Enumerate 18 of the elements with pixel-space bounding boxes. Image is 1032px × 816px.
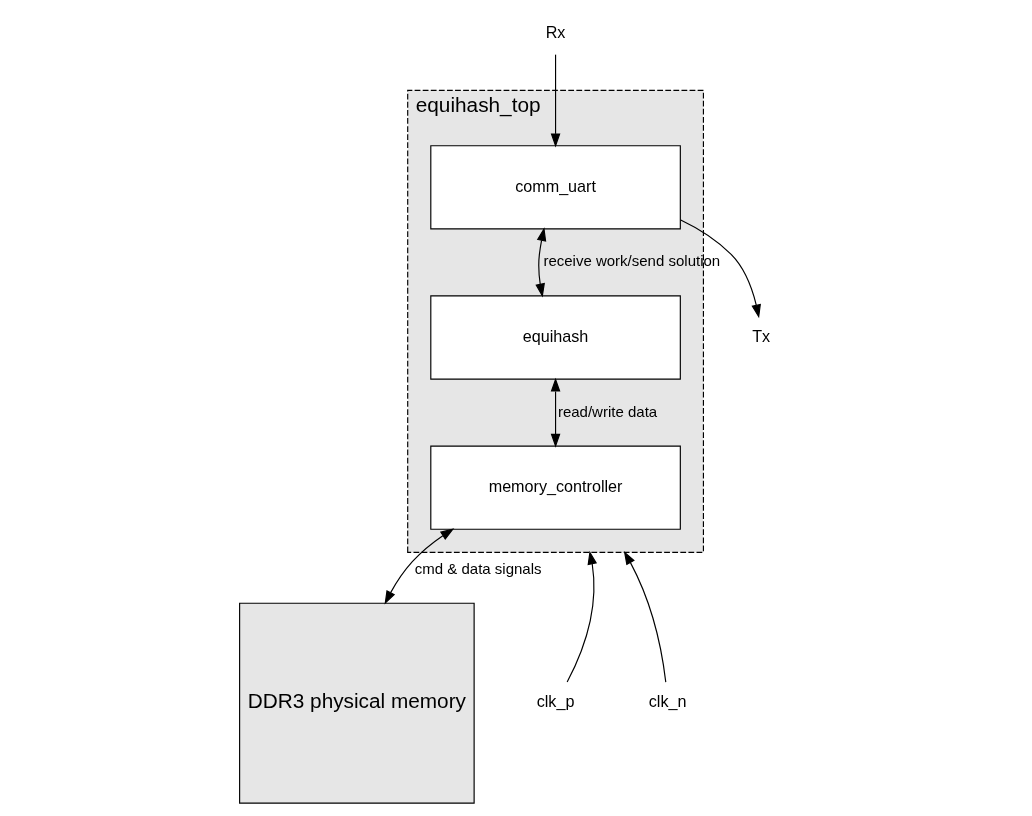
arrow — [535, 227, 547, 298]
node-box: equihash — [430, 295, 681, 380]
node-text: Rx — [545, 22, 566, 41]
node-box: comm_uart — [430, 145, 681, 230]
edge-label: cmd & data signals — [414, 559, 542, 577]
edge-label: read/write data — [557, 402, 658, 420]
node-text: clk_p — [536, 692, 575, 711]
node-box: DDR3 physical memory — [239, 602, 475, 804]
arrow — [550, 377, 561, 448]
arrow — [623, 550, 667, 683]
arrow — [566, 550, 598, 683]
node-box: memory_controller — [430, 445, 681, 530]
node-text: Tx — [752, 326, 771, 345]
edge-label: receive work/send solution — [543, 252, 721, 270]
arrow — [680, 219, 761, 319]
node-text: clk_n — [648, 692, 687, 711]
arrow — [550, 54, 561, 148]
arrow — [384, 528, 455, 605]
